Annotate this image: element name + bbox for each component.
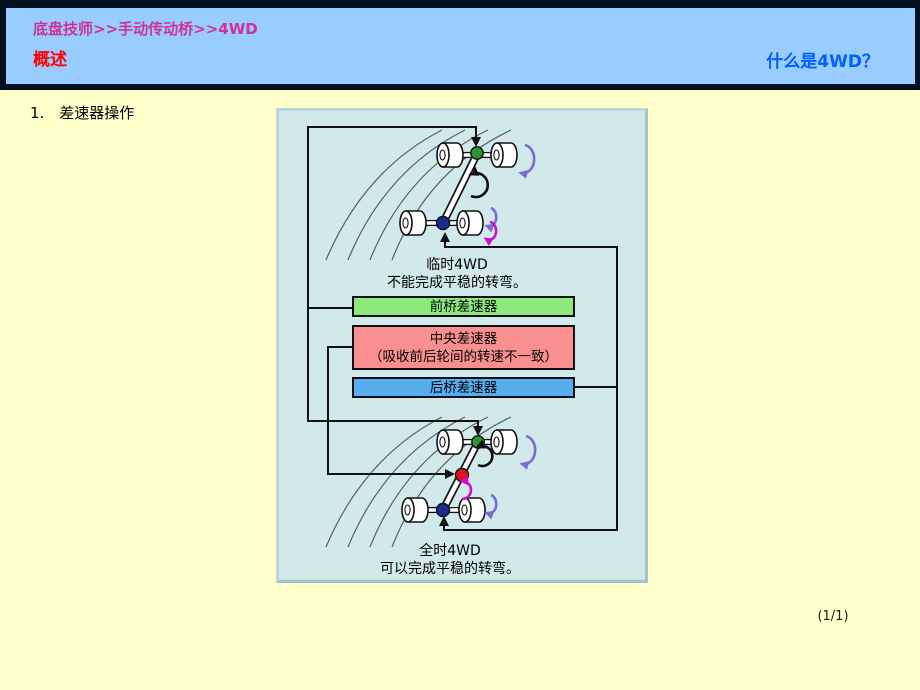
center-differential-label: 中央差速器 — [429, 330, 498, 347]
front-diff-connector-bottom — [307, 308, 483, 436]
wheel-rotation-arrow-icon — [483, 220, 498, 247]
header-bar: 底盘技师>>手动传动桥>>4WD 概述 什么是4WD？ — [0, 0, 920, 90]
wheel-icon — [490, 429, 518, 455]
wheel-icon — [490, 142, 518, 168]
front-differential-dot — [470, 146, 484, 160]
page-title: 概述 — [33, 50, 67, 70]
rear-differential-box: 后桥差速器 — [352, 377, 575, 398]
wheel-icon — [456, 210, 484, 236]
rear-differential-dot — [435, 502, 451, 518]
diagram-panel: 临时4WD 不能完成平稳的转弯。 前桥差速器 中央差速器 （吸收前后轮间的转速不… — [276, 108, 648, 583]
part-time-drivetrain — [399, 142, 536, 247]
connector-lines — [307, 126, 618, 531]
rear-diff-connector-top — [440, 232, 618, 388]
full-time-caption: 全时4WD 可以完成平稳的转弯。 — [327, 542, 573, 578]
rear-diff-connector-bottom — [439, 387, 618, 531]
breadcrumb: 底盘技师>>手动传动桥>>4WD — [33, 20, 258, 38]
shaft-rotation-arrow-icon — [468, 166, 490, 199]
full-time-note: 可以完成平稳的转弯。 — [380, 561, 520, 577]
wheel-icon — [458, 497, 486, 523]
full-time-drivetrain — [401, 429, 537, 523]
shaft-rotation-arrow-icon — [475, 439, 494, 468]
wheel-icon — [436, 429, 464, 455]
rear-differential-dot — [435, 215, 451, 231]
topic-title: 什么是4WD？ — [766, 52, 879, 72]
shaft-rotation-arrow-icon — [459, 476, 473, 501]
center-diff-connector — [327, 346, 455, 479]
road-arcs-full-time — [325, 416, 512, 548]
part-time-note: 不能完成平稳的转弯。 — [387, 275, 527, 291]
front-differential-label: 前桥差速器 — [429, 298, 498, 315]
diagram-panel-inner: 临时4WD 不能完成平稳的转弯。 前桥差速器 中央差速器 （吸收前后轮间的转速不… — [276, 108, 648, 583]
front-diff-connector-top — [307, 126, 481, 309]
full-time-title: 全时4WD — [419, 543, 481, 559]
front-differential-box: 前桥差速器 — [352, 296, 575, 317]
part-time-title: 临时4WD — [426, 257, 488, 273]
center-differential-box: 中央差速器 （吸收前后轮间的转速不一致） — [352, 325, 575, 370]
wheel-icon — [401, 497, 429, 523]
center-differential-sublabel: （吸收前后轮间的转速不一致） — [369, 348, 558, 365]
page-indicator: (1/1) — [817, 609, 849, 624]
wheel-icon — [399, 210, 427, 236]
differential-diagram — [307, 126, 618, 548]
wheel-icon — [436, 142, 464, 168]
list-item-differential-operation: 1. 差速器操作 — [30, 104, 135, 122]
wheel-rotation-arrow-icon — [518, 143, 536, 179]
wheel-rotation-arrow-icon — [484, 493, 498, 520]
rear-differential-label: 后桥差速器 — [429, 379, 498, 396]
part-time-caption: 临时4WD 不能完成平稳的转弯。 — [334, 256, 580, 292]
center-differential-dot — [454, 467, 470, 483]
road-arcs-part-time — [325, 129, 512, 261]
wheel-rotation-arrow-icon — [484, 206, 498, 233]
wheel-rotation-arrow-icon — [519, 434, 537, 470]
